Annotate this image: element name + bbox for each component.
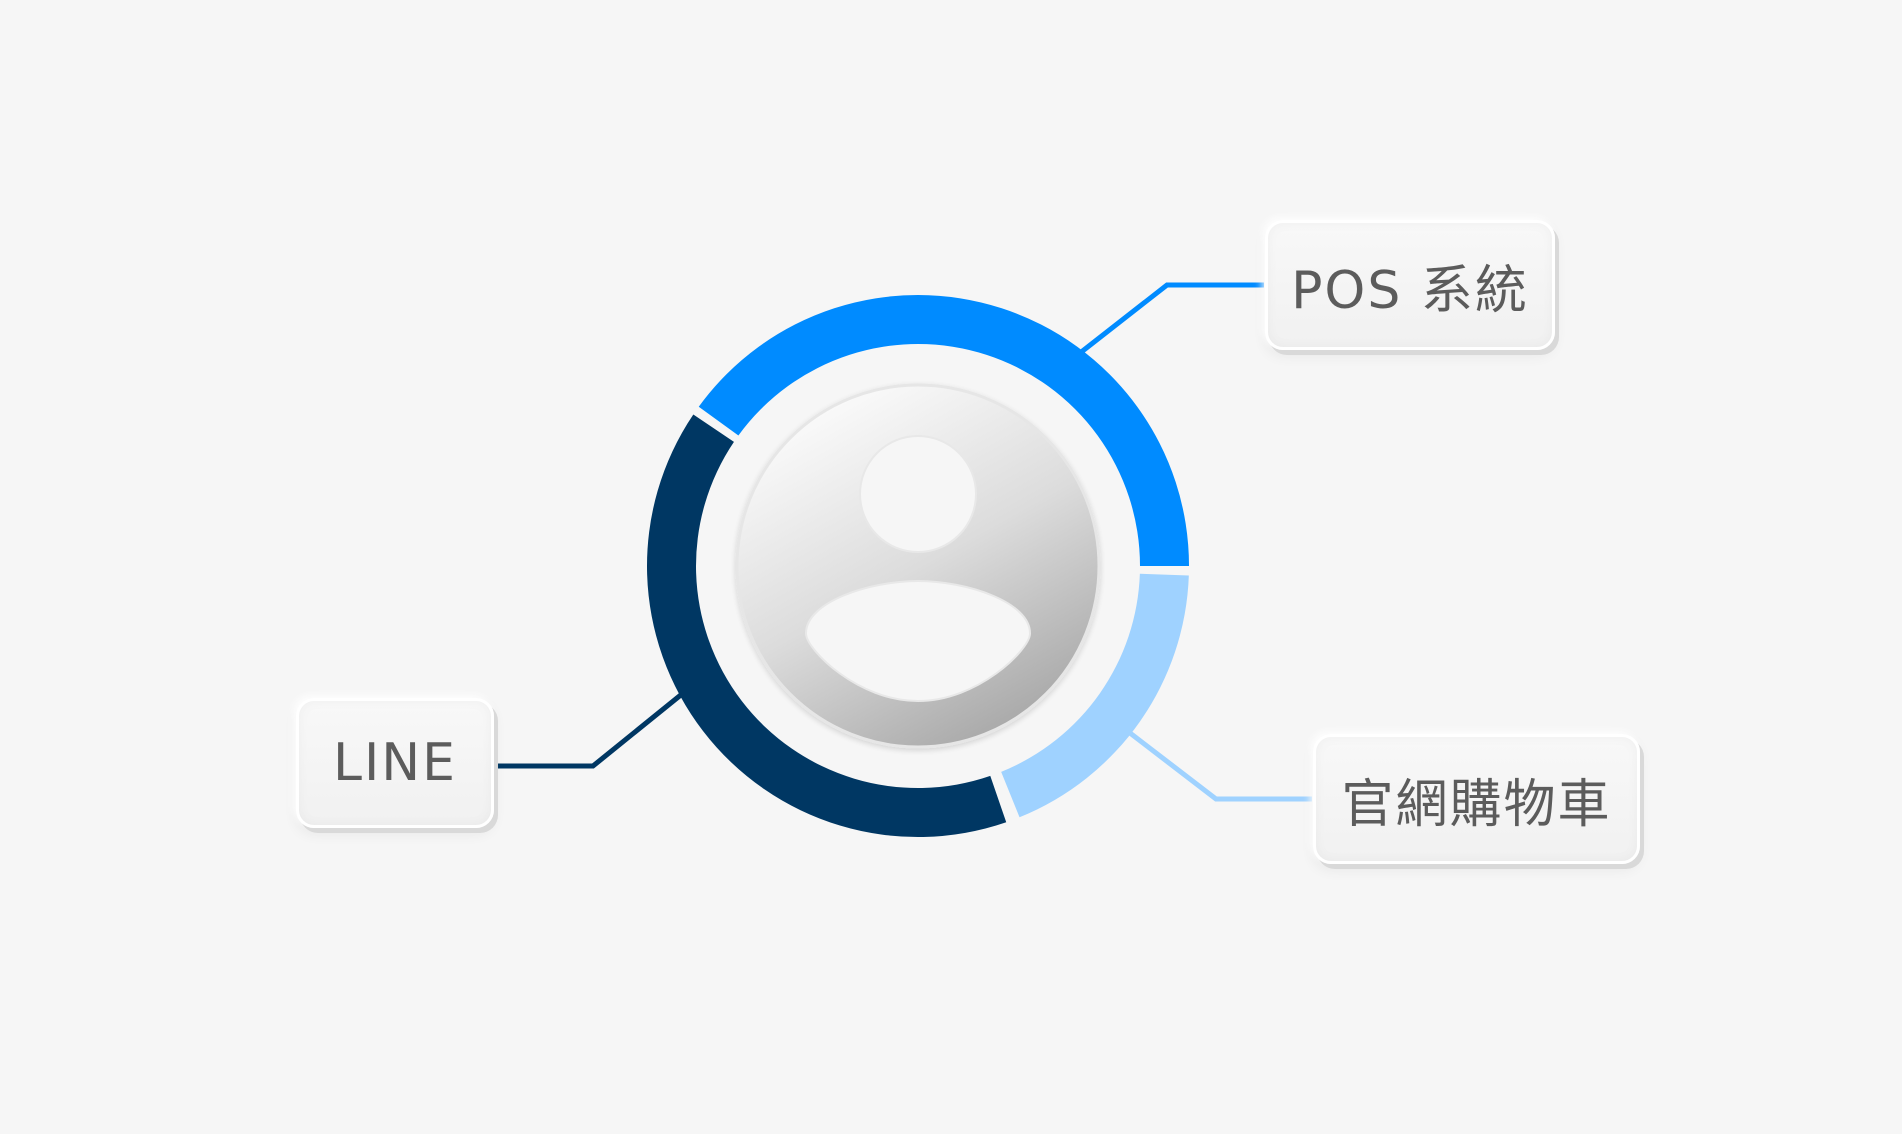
ring-segment-pos <box>698 294 1189 566</box>
connector-web <box>1128 731 1312 802</box>
channel-label-pos: POS 系統 <box>1265 220 1555 350</box>
ring-segment-line <box>647 414 1007 837</box>
channel-label-web-text: 官網購物車 <box>1341 774 1612 835</box>
channel-label-pos-text: POS 系統 <box>1291 260 1529 321</box>
connector-pos <box>1078 282 1264 355</box>
channel-label-line: LINE <box>296 698 494 828</box>
channel-ring <box>647 294 1189 837</box>
connector-line <box>497 692 684 769</box>
ring-segment-web <box>1001 573 1189 818</box>
channel-label-web: 官網購物車 <box>1313 734 1640 864</box>
user-avatar-icon <box>735 383 1101 749</box>
channel-label-line-text: LINE <box>332 733 458 793</box>
